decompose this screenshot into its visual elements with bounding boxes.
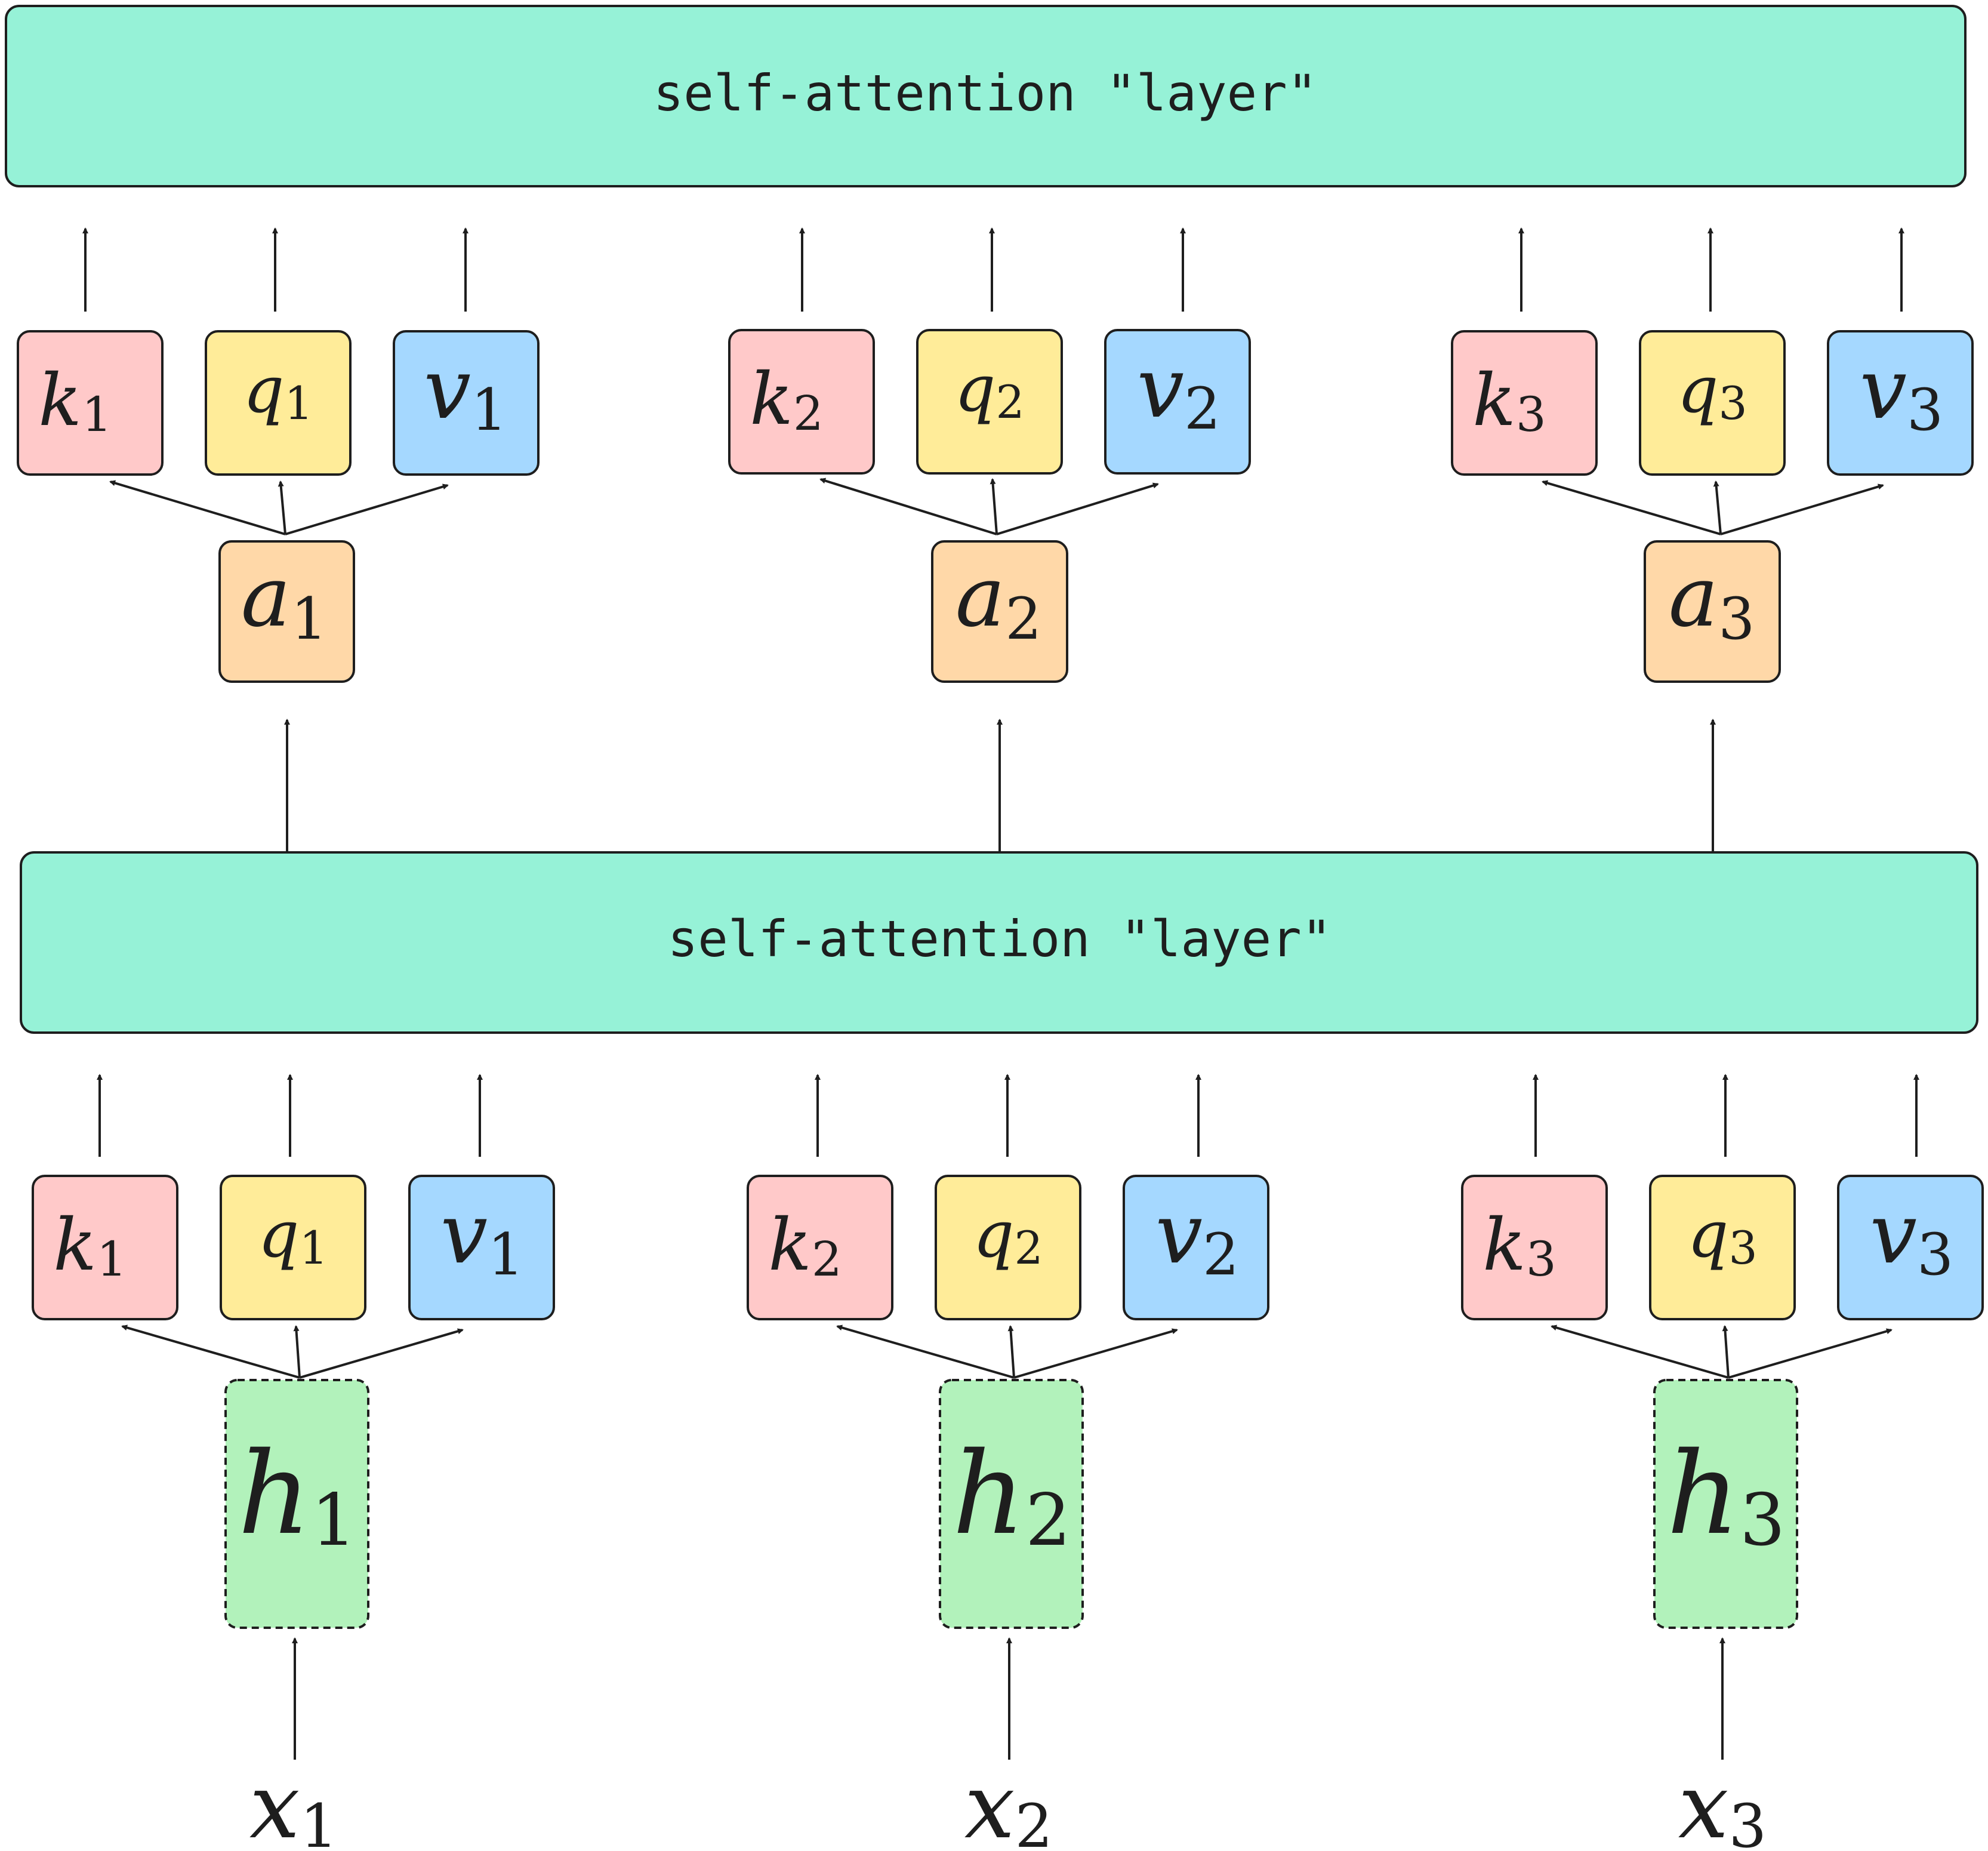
top-token-group-1: k1 q1 v1 a1 xyxy=(17,330,540,683)
query-box-bottom-2 xyxy=(935,1175,1081,1320)
value-box-bottom-2 xyxy=(1123,1175,1269,1320)
value-box-bottom-3 xyxy=(1837,1175,1984,1320)
attention-output-box-3 xyxy=(1644,540,1781,683)
query-label-bottom-2: q2 xyxy=(973,1197,1043,1274)
value-box-top-1 xyxy=(393,330,540,476)
query-label-bottom-1: q1 xyxy=(258,1197,328,1274)
input-label-3: x3 xyxy=(1678,1755,1767,1851)
hidden-state-label-2: h2 xyxy=(953,1428,1071,1562)
attention-output-label-2: a2 xyxy=(956,549,1042,652)
query-box-bottom-1 xyxy=(220,1175,366,1320)
bottom-layer-label: self-attention "layer" xyxy=(668,910,1332,968)
top-layer-label: self-attention "layer" xyxy=(654,64,1318,122)
bottom-token-group-3: k3 q3 v3 h3 x3 xyxy=(1461,1175,1984,1851)
key-box-top-3 xyxy=(1451,330,1598,476)
key-label-bottom-3: k3 xyxy=(1482,1204,1557,1287)
bottom-token-group-2: k2 q2 v2 h2 x2 xyxy=(747,1175,1269,1851)
attention-output-label-1: a1 xyxy=(241,549,328,652)
value-label-bottom-1: v1 xyxy=(440,1185,524,1288)
top-token-group-3: k3 q3 v3 a3 xyxy=(1451,330,1974,683)
key-box-bottom-3 xyxy=(1461,1175,1608,1320)
hidden-state-box-3 xyxy=(1653,1379,1798,1629)
hidden-state-box-1 xyxy=(224,1379,369,1629)
key-label-bottom-2: k2 xyxy=(768,1204,842,1287)
key-label-top-2: k2 xyxy=(750,358,824,441)
hidden-state-label-3: h3 xyxy=(1667,1428,1786,1562)
attention-output-label-3: a3 xyxy=(1669,549,1755,652)
query-label-bottom-3: q3 xyxy=(1687,1197,1758,1274)
value-label-top-2: v2 xyxy=(1137,340,1220,442)
key-label-bottom-1: k1 xyxy=(53,1204,127,1287)
query-box-bottom-3 xyxy=(1649,1175,1796,1320)
input-label-1: x1 xyxy=(249,1755,338,1851)
key-label-top-1: k1 xyxy=(38,359,112,442)
query-box-top-3 xyxy=(1639,330,1786,476)
top-self-attention-layer xyxy=(5,5,1967,187)
bottom-self-attention-layer xyxy=(20,851,1978,1034)
attention-output-box-2 xyxy=(931,540,1068,683)
hidden-state-box-2 xyxy=(939,1379,1084,1629)
query-label-top-3: q3 xyxy=(1677,353,1747,430)
value-label-bottom-3: v3 xyxy=(1870,1185,1953,1288)
value-label-top-3: v3 xyxy=(1860,341,1943,443)
layer-to-attention-output-arrows xyxy=(284,719,1716,854)
key-label-top-3: k3 xyxy=(1472,359,1546,442)
value-label-bottom-2: v2 xyxy=(1155,1185,1239,1288)
input-label-2: x2 xyxy=(964,1755,1053,1851)
key-box-bottom-2 xyxy=(747,1175,893,1320)
value-box-top-2 xyxy=(1104,329,1251,475)
hidden-state-label-1: h1 xyxy=(238,1428,357,1562)
top-token-group-2: k2 q2 v2 a2 xyxy=(728,329,1251,683)
bottom-kqv-arrows xyxy=(97,1074,1919,1157)
query-label-top-2: q2 xyxy=(954,352,1025,429)
bottom-token-group-1: k1 q1 v1 h1 x1 xyxy=(32,1175,555,1851)
key-box-top-2 xyxy=(728,329,875,475)
top-kqv-arrows xyxy=(82,227,1904,312)
value-box-top-3 xyxy=(1827,330,1974,476)
query-box-top-2 xyxy=(916,329,1063,475)
query-label-top-1: q1 xyxy=(243,353,313,430)
key-box-bottom-1 xyxy=(32,1175,178,1320)
value-box-bottom-1 xyxy=(408,1175,555,1320)
value-label-top-1: v1 xyxy=(424,341,507,443)
query-box-top-1 xyxy=(205,330,352,476)
attention-output-box-1 xyxy=(218,540,355,683)
key-box-top-1 xyxy=(17,330,164,476)
